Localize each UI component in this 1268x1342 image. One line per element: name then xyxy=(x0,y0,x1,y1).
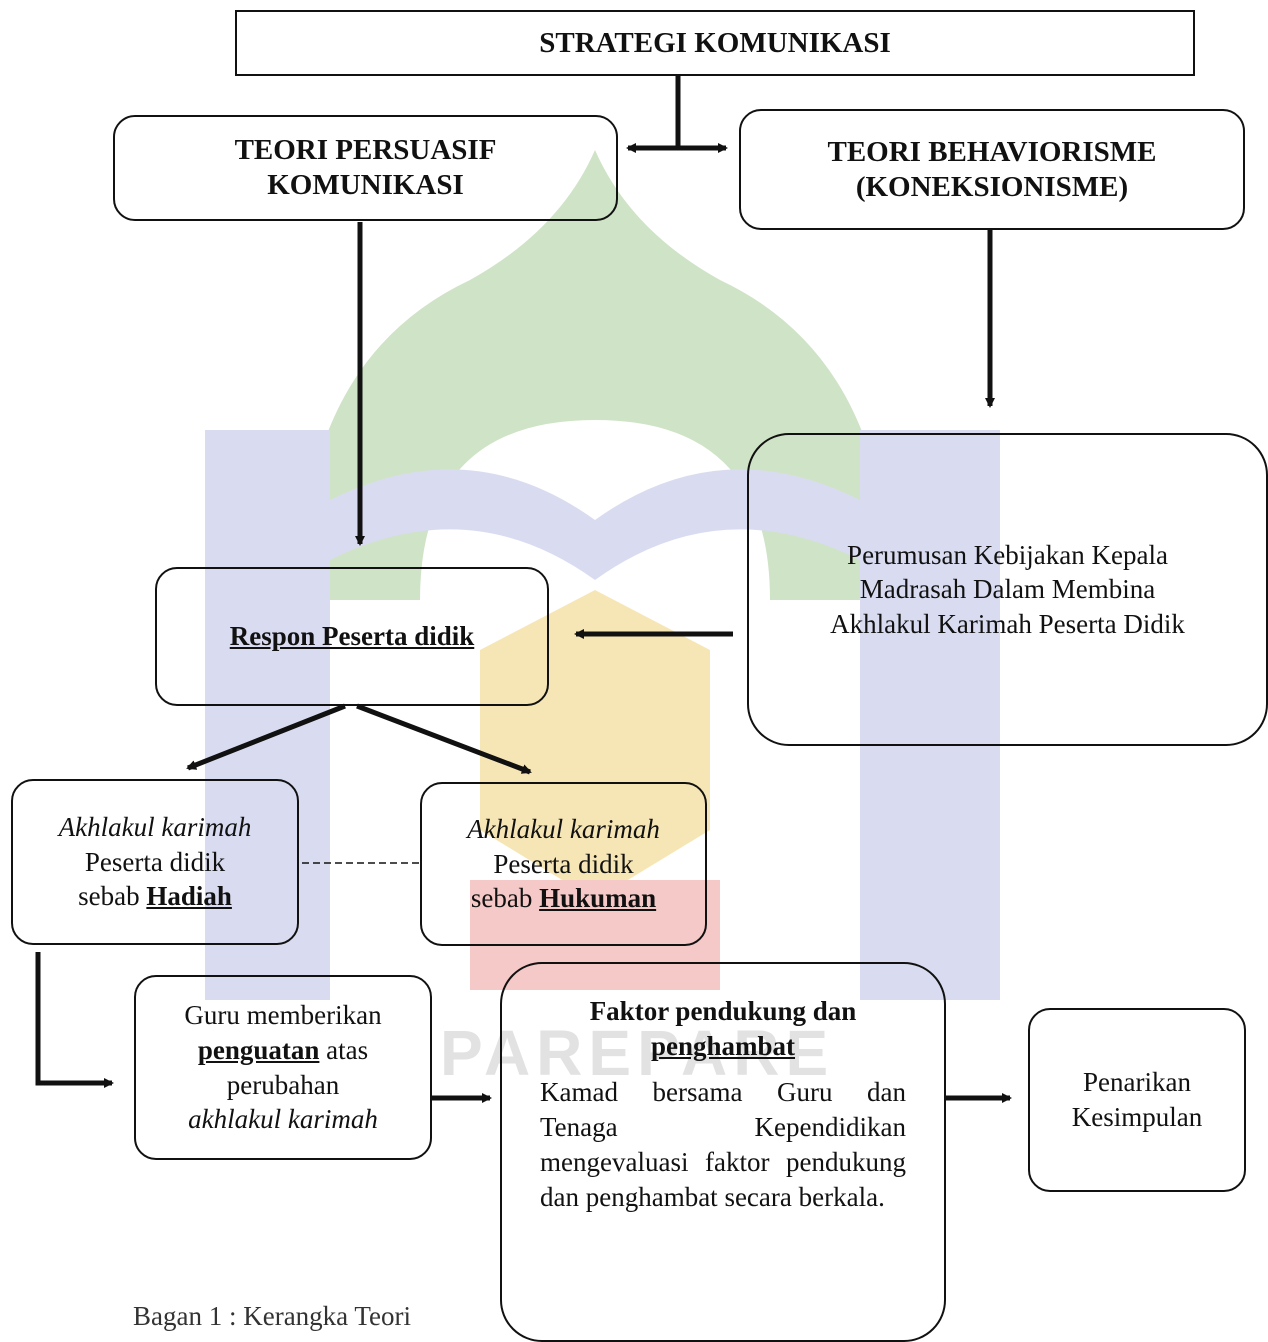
hadiah-line3: sebab Hadiah xyxy=(78,879,232,914)
faktor-body: Kamad bersama Guru dan Tenaga Kependidik… xyxy=(540,1077,906,1213)
guru-italic: akhlakul karimah xyxy=(188,1104,378,1135)
hukuman-emph: Hukuman xyxy=(539,883,657,914)
node-akhlakul-hukuman: Akhlakul karimah Peserta didik sebab Huk… xyxy=(420,782,707,946)
penarikan-line1: Penarikan xyxy=(1083,1067,1191,1098)
guru-line2: penguatan atas xyxy=(198,1033,368,1068)
watermark-gold-emblem xyxy=(480,590,710,900)
watermark-blue-book xyxy=(330,469,860,580)
perumusan-line2: Madrasah Dalam Membina xyxy=(859,574,1156,605)
node-faktor-pendukung: Faktor pendukung dan penghambat Kamad be… xyxy=(500,962,946,1342)
node-penarikan-kesimpulan: Penarikan Kesimpulan xyxy=(1028,1008,1246,1192)
arrow-hadiah-to-guru xyxy=(35,952,114,1088)
arrow-respon-to-hukuman xyxy=(356,703,532,775)
arrow-respon-to-hadiah xyxy=(186,703,346,771)
hadiah-italic: Akhlakul karimah xyxy=(58,812,252,843)
penarikan-line2: Kesimpulan xyxy=(1071,1102,1203,1132)
node-perumusan-kebijakan: Perumusan Kebijakan Kepala Madrasah Dala… xyxy=(747,433,1268,746)
persuasif-line1: TEORI PERSUASIF xyxy=(234,134,497,167)
hadiah-prefix: sebab xyxy=(78,881,147,912)
guru-suffix: atas xyxy=(319,1034,369,1065)
node-respon-peserta-didik: Respon Peserta didik xyxy=(155,567,549,706)
faktor-title2: penghambat xyxy=(650,1030,796,1061)
figure-caption: Bagan 1 : Kerangka Teori xyxy=(133,1301,412,1331)
watermark-blue-right-pillar xyxy=(860,430,1000,1000)
hukuman-line2: Peserta didik xyxy=(493,848,634,879)
guru-emph: penguatan xyxy=(197,1034,320,1065)
persuasif-line2: KOMUNIKASI xyxy=(267,169,464,201)
node-guru-penguatan: Guru memberikan penguatan atas perubahan… xyxy=(134,975,432,1160)
faktor-title1: Faktor pendukung dan xyxy=(589,996,857,1026)
node-akhlakul-hadiah: Akhlakul karimah Peserta didik sebab Had… xyxy=(11,779,299,945)
strategi-label: STRATEGI KOMUNIKASI xyxy=(539,26,891,59)
behaviorisme-line2: (KONEKSIONISME) xyxy=(855,170,1129,203)
hukuman-italic: Akhlakul karimah xyxy=(467,814,660,845)
guru-line3: perubahan xyxy=(226,1069,340,1100)
guru-line1: Guru memberikan xyxy=(184,1000,382,1031)
node-strategi-komunikasi: STRATEGI KOMUNIKASI xyxy=(235,10,1195,76)
hukuman-prefix: sebab xyxy=(470,883,540,914)
hadiah-emph: Hadiah xyxy=(146,881,232,912)
perumusan-line1: Perumusan Kebijakan Kepala xyxy=(847,539,1168,570)
watermark-green-dome xyxy=(300,150,890,600)
perumusan-line3: Akhlakul Karimah Peserta Didik xyxy=(830,608,1185,639)
behaviorisme-line1: TEORI BEHAVIORISME xyxy=(827,135,1157,168)
respon-label: Respon Peserta didik xyxy=(229,621,475,652)
watermark-text: PAREPARE xyxy=(440,1017,834,1089)
hadiah-line2: Peserta didik xyxy=(84,846,226,877)
hukuman-line3: sebab Hukuman xyxy=(471,881,656,916)
node-teori-behaviorisme: TEORI BEHAVIORISME (KONEKSIONISME) xyxy=(739,109,1245,230)
node-teori-persuasif: TEORI PERSUASIF KOMUNIKASI xyxy=(113,115,618,221)
